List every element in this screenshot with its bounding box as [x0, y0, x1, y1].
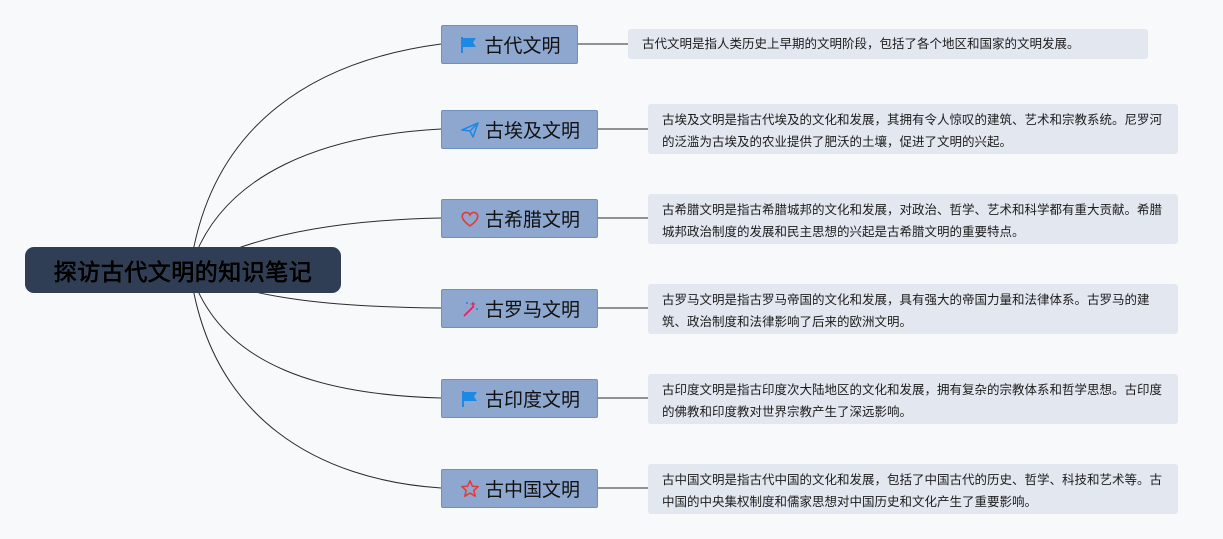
connector-root-to-topic-6 [189, 269, 442, 489]
paper-plane-icon [459, 119, 481, 141]
topic-label: 古印度文明 [484, 389, 580, 411]
note-ancient-china: 古中国文明是指古代中国的文化和发展，包括了中国古代的历史、哲学、科技和艺术等。古… [648, 464, 1178, 514]
flag-icon [458, 34, 480, 56]
note-text: 古印度文明是指古印度次大陆地区的文化和发展，拥有复杂的宗教体系和哲学思想。古印度… [662, 382, 1163, 419]
note-text: 古希腊文明是指古希腊城邦的文化和发展，对政治、哲学、艺术和科学都有重大贡献。希腊… [662, 202, 1163, 239]
note-ancient-civilization: 古代文明是指人类历史上早期的文明阶段，包括了各个地区和国家的文明发展。 [628, 29, 1148, 59]
note-ancient-greece: 古希腊文明是指古希腊城邦的文化和发展，对政治、哲学、艺术和科学都有重大贡献。希腊… [648, 194, 1178, 244]
topic-ancient-china[interactable]: 古中国文明 [441, 469, 598, 508]
note-ancient-india: 古印度文明是指古印度次大陆地区的文化和发展，拥有复杂的宗教体系和哲学思想。古印度… [648, 374, 1178, 424]
topic-ancient-greece[interactable]: 古希腊文明 [441, 199, 598, 238]
topic-ancient-egypt[interactable]: 古埃及文明 [441, 110, 598, 149]
topic-label: 古罗马文明 [484, 299, 580, 321]
topic-label: 古希腊文明 [484, 209, 580, 231]
root-topic[interactable]: 探访古代文明的知识笔记 [25, 247, 341, 293]
note-text: 古代文明是指人类历史上早期的文明阶段，包括了各个地区和国家的文明发展。 [642, 36, 1080, 51]
topic-label: 古中国文明 [484, 479, 580, 501]
magic-wand-icon [459, 298, 481, 320]
topic-label: 古代文明 [484, 35, 561, 57]
connector-root-to-topic-5 [189, 269, 442, 399]
flag-icon [459, 388, 481, 410]
root-topic-label: 探访古代文明的知识笔记 [53, 260, 313, 286]
topic-label: 古埃及文明 [484, 120, 580, 142]
note-ancient-rome: 古罗马文明是指古罗马帝国的文化和发展，具有强大的帝国力量和法律体系。古罗马的建筑… [648, 284, 1178, 334]
topic-ancient-india[interactable]: 古印度文明 [441, 379, 598, 418]
note-text: 古埃及文明是指古代埃及的文化和发展，其拥有令人惊叹的建筑、艺术和宗教系统。尼罗河… [662, 112, 1163, 149]
connector-root-to-topic-1 [189, 43, 442, 271]
topic-ancient-rome[interactable]: 古罗马文明 [441, 289, 598, 328]
heart-icon [459, 208, 481, 230]
note-text: 古中国文明是指古代中国的文化和发展，包括了中国古代的历史、哲学、科技和艺术等。古… [662, 472, 1163, 509]
note-ancient-egypt: 古埃及文明是指古代埃及的文化和发展，其拥有令人惊叹的建筑、艺术和宗教系统。尼罗河… [648, 104, 1178, 154]
star-icon [459, 478, 481, 500]
connector-root-to-topic-2 [189, 128, 442, 271]
topic-ancient-civilization[interactable]: 古代文明 [441, 25, 578, 64]
note-text: 古罗马文明是指古罗马帝国的文化和发展，具有强大的帝国力量和法律体系。古罗马的建筑… [662, 292, 1150, 329]
